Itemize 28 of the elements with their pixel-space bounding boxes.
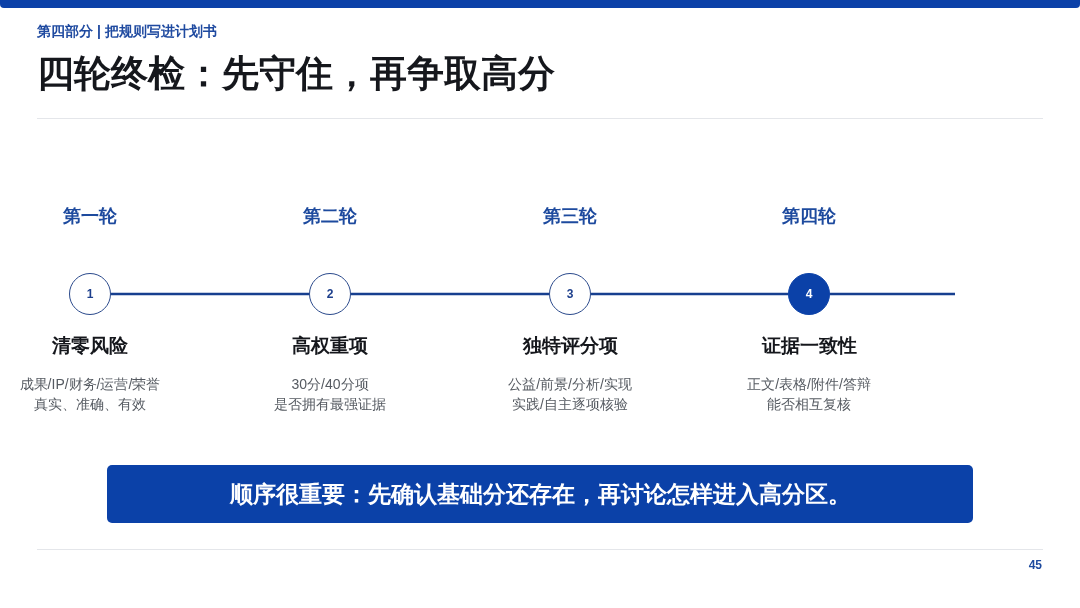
round-label: 第二轮 xyxy=(303,206,357,228)
round-label: 第三轮 xyxy=(543,206,597,228)
step-heading: 证据一致性 xyxy=(761,334,857,358)
timeline-line xyxy=(591,292,788,296)
step-heading: 高权重项 xyxy=(292,334,368,358)
step-description: 正文/表格/附件/答辩 xyxy=(747,375,871,393)
step-number-circle: 1 xyxy=(69,273,111,315)
page-number: 45 xyxy=(1028,557,1042,573)
timeline-line xyxy=(351,292,549,296)
step-number-circle: 2 xyxy=(309,273,351,315)
step-description: 实践/自主逐项核验 xyxy=(512,395,628,413)
step-description: 成果/IP/财务/运营/荣誉 xyxy=(19,375,161,393)
round-label: 第一轮 xyxy=(63,206,117,228)
step-heading: 清零风险 xyxy=(52,334,128,358)
step-description: 是否拥有最强证据 xyxy=(274,395,386,413)
step-description: 真实、准确、有效 xyxy=(34,395,146,413)
step-number-circle: 4 xyxy=(788,273,830,315)
slide-title: 四轮终检：先守住，再争取高分 xyxy=(37,51,555,96)
step-description: 能否相互复核 xyxy=(767,395,851,413)
step-number-circle: 3 xyxy=(549,273,591,315)
round-label: 第四轮 xyxy=(782,206,836,228)
timeline-line xyxy=(111,292,309,296)
step-description: 30分/40分项 xyxy=(291,375,369,393)
summary-banner: 顺序很重要：先确认基础分还存在，再讨论怎样进入高分区。 xyxy=(107,465,973,523)
step-heading: 独特评分项 xyxy=(522,334,618,358)
timeline-line xyxy=(830,292,955,296)
section-label: 第四部分 | 把规则写进计划书 xyxy=(37,22,217,40)
step-description: 公益/前景/分析/实现 xyxy=(508,375,632,393)
